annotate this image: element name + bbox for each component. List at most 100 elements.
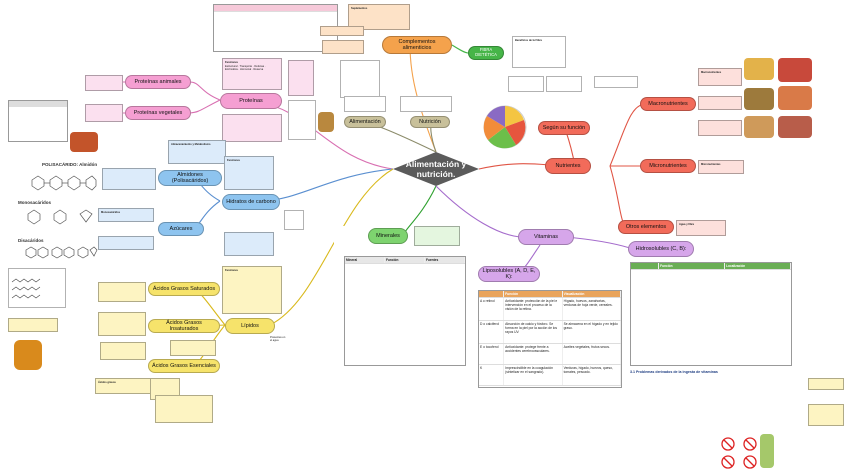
disaccharide-structures-icon bbox=[25, 246, 98, 259]
node-ag-saturados[interactable]: Ácidos Grasos Saturados bbox=[148, 282, 220, 296]
node-vitaminas-label: Vitaminas bbox=[533, 233, 559, 240]
node-lipidos-label: Lípidos bbox=[241, 322, 259, 329]
carbohydrate-table-header bbox=[9, 101, 67, 107]
vit-hidro-header-1: Función bbox=[659, 263, 726, 269]
note-nutricion bbox=[400, 96, 452, 112]
node-alimentacion[interactable]: Alimentación bbox=[344, 116, 386, 128]
vit-lipo-row: K Imprescindible en la coagulación (sint… bbox=[479, 365, 621, 386]
node-ag-esenciales[interactable]: Ácidos Grasos Esenciales bbox=[148, 359, 220, 373]
vit-lipo-row: A o retinol Antioxidante: protección de … bbox=[479, 298, 621, 321]
node-micronutrientes[interactable]: Micronutrientes bbox=[640, 159, 696, 173]
node-macronutrientes[interactable]: Macronutrientes bbox=[640, 97, 696, 111]
node-hidratos[interactable]: Hidratos de carbono bbox=[222, 194, 280, 210]
note-complementos-title: Suplementos bbox=[351, 7, 368, 10]
minerals-table-header: Mineral Función Fuentes bbox=[345, 257, 465, 264]
note-fibra-e bbox=[594, 76, 638, 88]
vit-lipo-r0-c2: Hígado, huevos, zanahorias, verduras de … bbox=[563, 298, 621, 320]
node-minerales-label: Minerales bbox=[376, 232, 400, 239]
vitamin-problems-section: 3.1 Problemas derivados de la ingesta de… bbox=[630, 370, 798, 375]
note-vit-problems-a bbox=[808, 378, 844, 390]
node-otros[interactable]: Otros elementos bbox=[618, 220, 674, 234]
note-proteinas-side bbox=[288, 60, 314, 96]
node-azucares[interactable]: Azúcares bbox=[158, 222, 204, 236]
starch-structure-icon bbox=[31, 175, 97, 191]
node-nutrientes[interactable]: Nutrientes bbox=[545, 158, 591, 174]
node-azucares-label: Azúcares bbox=[169, 225, 193, 232]
vit-lipo-r2-c1: Antioxidante: protege frente a accidente… bbox=[504, 344, 563, 364]
vit-lipo-row: D o calciferol Absorción de calcio y fós… bbox=[479, 321, 621, 344]
node-nutricion[interactable]: Nutrición bbox=[410, 116, 450, 128]
node-fibra[interactable]: FIBRA DIETÉTICA bbox=[468, 46, 504, 60]
node-proteinas[interactable]: Proteínas bbox=[220, 93, 282, 109]
node-lipidos[interactable]: Lípidos bbox=[225, 318, 275, 334]
node-minerales[interactable]: Minerales bbox=[368, 228, 408, 244]
note-almidones: Almacenamiento y Metabolismo bbox=[168, 140, 226, 164]
note-proteinas-vegetales bbox=[85, 104, 123, 122]
vit-lipo-r3-c0: K bbox=[479, 365, 505, 385]
vit-lipo-r2-c2: Aceites vegetales, frutos secos. bbox=[563, 344, 621, 364]
note-proteinas-types bbox=[288, 100, 316, 140]
no-smoking-alcohol-icons bbox=[721, 437, 757, 469]
node-micronutrientes-label: Micronutrientes bbox=[649, 162, 687, 169]
food-photo-2 bbox=[778, 58, 812, 82]
note-ag-esenciales-b bbox=[170, 340, 216, 356]
node-hidrosolubles[interactable]: Hidrosolubles (C, B): bbox=[628, 241, 694, 257]
node-liposolubles[interactable]: Liposolubles (A, D, E, K): bbox=[478, 266, 540, 282]
note-ag-insaturados bbox=[98, 312, 146, 336]
minerals-header-funcion: Función bbox=[385, 257, 425, 263]
note-ag-esenciales-c: Ácidos grasos bbox=[95, 378, 151, 394]
note-minerales-def bbox=[334, 226, 366, 248]
vit-hidro-header-0 bbox=[631, 263, 660, 269]
minerals-header-fuentes: Fuentes bbox=[425, 257, 465, 263]
vit-lipo-header-1: Función bbox=[504, 291, 563, 297]
vit-lipo-r0-c1: Antioxidante: protección de la piel e in… bbox=[504, 298, 563, 320]
food-photo-3 bbox=[744, 88, 774, 110]
note-ag-esenciales-a bbox=[100, 342, 146, 360]
monosaccharide-structures-icon bbox=[27, 209, 93, 225]
vit-lipo-r1-c2: Se almacena en el hígado y en tejido gra… bbox=[563, 321, 621, 343]
note-micro-title: Micronutrientes bbox=[701, 163, 721, 166]
note-fibra-d bbox=[546, 76, 582, 92]
food-photo-4 bbox=[778, 86, 812, 110]
node-vitaminas[interactable]: Vitaminas bbox=[518, 229, 574, 245]
supplement-jar-image bbox=[318, 112, 334, 132]
node-alimentacion-label: Alimentación bbox=[349, 118, 381, 125]
note-almidones-left bbox=[102, 168, 156, 190]
node-hidrosolubles-label: Hidrosolubles (C, B): bbox=[635, 245, 687, 252]
node-segun-funcion[interactable]: Según su función bbox=[538, 121, 590, 135]
node-proteinas-animales-label: Proteínas animales bbox=[134, 78, 182, 85]
note-macro-title: Macronutrientes bbox=[701, 71, 722, 74]
note-minerales-funciones bbox=[414, 226, 460, 246]
vit-lipo-r3-c1: Imprescindible en la coagulación (sintet… bbox=[504, 365, 563, 385]
note-ag-saturados bbox=[98, 282, 146, 302]
note-macro-c bbox=[698, 120, 742, 136]
node-ag-insaturados[interactable]: Ácidos Grasos Insaturados bbox=[148, 319, 220, 333]
note-almidones-title: Almacenamiento y Metabolismo bbox=[171, 143, 211, 146]
node-ag-saturados-label: Ácidos Grasos Saturados bbox=[152, 285, 216, 292]
note-aminoacids bbox=[340, 60, 380, 98]
note-proteinas-body: Estructural · Transporte · Defensa · Enz… bbox=[225, 65, 266, 72]
note-complementos-c bbox=[322, 40, 364, 54]
node-proteinas-vegetales[interactable]: Proteínas vegetales bbox=[125, 106, 191, 120]
note-micro: Micronutrientes bbox=[698, 160, 744, 174]
note-fibra-title: Beneficios de la Fibra bbox=[515, 39, 542, 42]
node-liposolubles-label: Liposolubles (A, D, E, K): bbox=[482, 267, 536, 280]
node-proteinas-vegetales-label: Proteínas vegetales bbox=[133, 109, 183, 116]
minerals-header-mineral: Mineral bbox=[345, 257, 385, 263]
node-nutricion-label: Nutrición bbox=[419, 118, 441, 125]
note-macro-b bbox=[698, 96, 742, 110]
label-polisacarido: POLISACÁRIDO: Almidón bbox=[42, 162, 97, 167]
node-complementos-label: Complementos alimenticios bbox=[398, 38, 436, 51]
note-hidratos-side bbox=[284, 210, 304, 230]
amino-acid-table bbox=[213, 4, 338, 52]
vit-lipo-header: Función Visualización bbox=[479, 291, 621, 298]
node-complementos[interactable]: Complementos alimenticios bbox=[382, 36, 452, 54]
vit-lipo-r1-c0: D o calciferol bbox=[479, 321, 505, 343]
node-segun-funcion-label: Según su función bbox=[542, 124, 586, 131]
note-macro-a: Macronutrientes bbox=[698, 68, 742, 86]
node-proteinas-animales[interactable]: Proteínas animales bbox=[125, 75, 191, 89]
node-almidones[interactable]: Almidones (Polisacáridos) bbox=[158, 170, 222, 186]
note-omega bbox=[8, 318, 58, 332]
vit-lipo-header-0 bbox=[479, 291, 505, 297]
note-otros-title: Agua y fibra bbox=[679, 223, 694, 226]
